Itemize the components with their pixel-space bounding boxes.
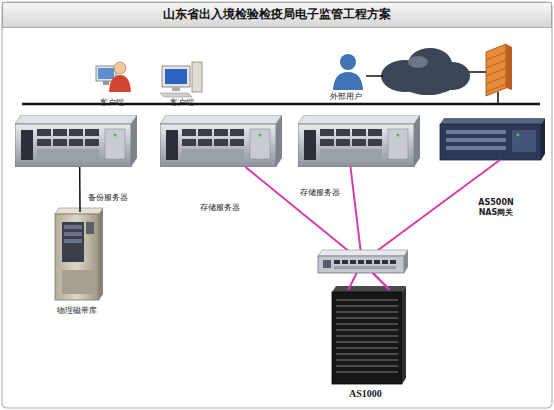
switch-icon xyxy=(318,250,408,273)
device-label: 客户端 xyxy=(170,98,194,108)
tape-library-icon xyxy=(55,208,103,300)
nas-gateway-icon xyxy=(440,118,545,160)
device-label: 存储服务器 xyxy=(200,203,240,213)
server-node: 备份服务器 xyxy=(15,115,137,167)
server-icon xyxy=(298,115,420,167)
user-node: 外部用户 xyxy=(330,52,366,90)
device-label: 外部用户 xyxy=(330,92,362,102)
client-icon xyxy=(160,62,202,97)
cloud-icon xyxy=(381,48,470,95)
wire xyxy=(469,71,486,73)
server-node: 存储服务器 xyxy=(160,115,282,167)
client-node: 客户端 xyxy=(160,62,202,98)
server-icon xyxy=(160,115,282,167)
wire xyxy=(366,75,383,77)
user-icon xyxy=(333,54,363,90)
client-icon xyxy=(96,62,131,92)
device-label: 备份服务器 xyxy=(88,193,128,203)
device-label: AS1000 xyxy=(349,388,382,399)
firewall-icon xyxy=(486,44,512,96)
wire xyxy=(497,92,499,104)
server-node: 存储服务器 xyxy=(298,115,420,167)
gateway-node: AS500N NAS网关 xyxy=(440,118,545,160)
device-label: AS500N NAS网关 xyxy=(473,198,519,217)
client-node: 客户端 xyxy=(95,58,133,96)
network-bus xyxy=(22,103,540,106)
storage-array-node: AS1000 xyxy=(332,290,406,384)
server-icon xyxy=(15,115,137,167)
device-label: 物理磁带库 xyxy=(57,306,97,316)
network-link xyxy=(79,167,81,212)
device-label: 客户端 xyxy=(100,98,124,108)
storage-array-icon xyxy=(332,286,406,384)
diagram-title: 山东省出入境检验检疫局电子监管工程方案 xyxy=(0,6,554,23)
tape-library-node: 物理磁带库 xyxy=(55,212,103,300)
device-label: 存储服务器 xyxy=(300,188,340,198)
